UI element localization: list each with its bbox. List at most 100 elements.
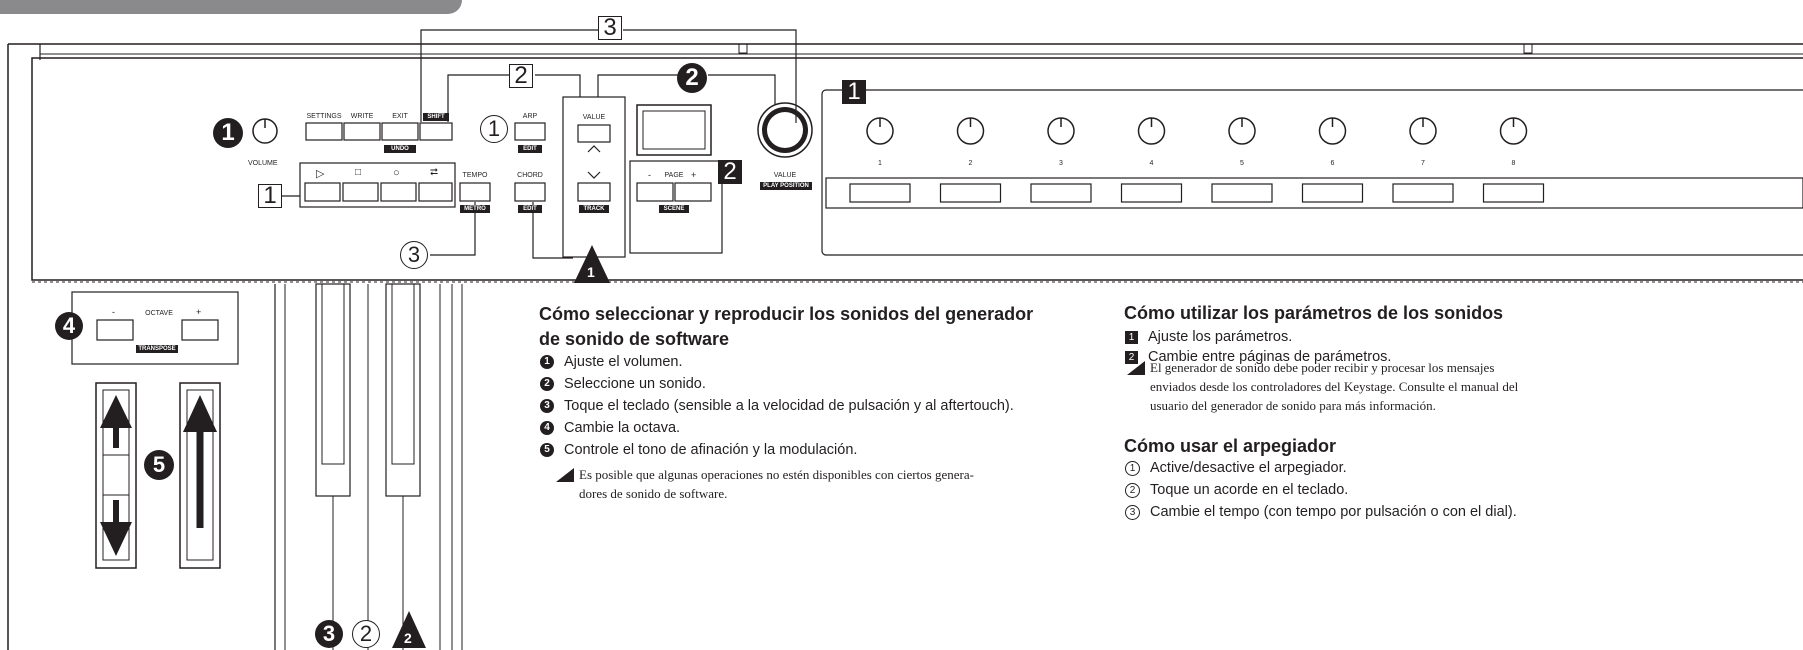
params-step-number: 2	[1125, 350, 1138, 364]
record-icon[interactable]: ○	[393, 167, 400, 179]
metro-tag: METRO	[460, 205, 490, 213]
stop-icon[interactable]: □	[355, 167, 362, 178]
arp-label: ARP	[522, 113, 538, 120]
exit-label: EXIT	[392, 113, 408, 120]
play-icon[interactable]: ▷	[316, 168, 325, 180]
pad-1[interactable]	[849, 183, 911, 203]
params-step-text: Cambie entre páginas de parámetros.	[1148, 349, 1392, 365]
undo-tag: UNDO	[384, 145, 416, 153]
section-params-note-line2: enviados desde los controladores del Key…	[1150, 379, 1519, 394]
arp-step-text: Active/desactive el arpegiador.	[1150, 460, 1347, 476]
callout-black-2: 2	[718, 160, 742, 184]
play-step-text: Ajuste el volumen.	[564, 354, 683, 370]
params-step: 2 Cambie entre páginas de parámetros.	[1125, 347, 1391, 367]
tempo-label: TEMPO	[462, 172, 488, 179]
callout-circle-4: 4	[55, 312, 83, 340]
arp-step-text: Cambie el tempo (con tempo por pulsación…	[1150, 504, 1517, 520]
pad-4[interactable]	[1120, 183, 1183, 203]
play-step: 4 Cambie la octava.	[540, 418, 680, 438]
play-position-tag: PLAY POSITION	[760, 182, 812, 190]
octave-plus-label: +	[196, 307, 202, 317]
section-play-note-line1: Es posible que algunas operaciones no es…	[579, 467, 974, 482]
track-tag: TRACK	[579, 205, 609, 213]
knob-number-label: 5	[1240, 160, 1244, 167]
knob-number-label: 6	[1330, 160, 1335, 167]
callout-box-1: 1	[258, 184, 282, 208]
callout-ring-3: 3	[400, 241, 428, 269]
value-label: VALUE	[582, 114, 606, 121]
settings-label: SETTINGS	[306, 113, 342, 120]
pad-5[interactable]	[1211, 183, 1273, 203]
callout-circle-5: 5	[144, 450, 174, 480]
play-step-number: 5	[540, 443, 554, 457]
pad-6[interactable]	[1301, 183, 1364, 203]
play-step: 5 Controle el tono de afinación y la modu…	[540, 440, 857, 460]
section-play-note-line2: dores de sonido de software.	[579, 486, 728, 501]
play-step-text: Controle el tono de afinación y la modul…	[564, 442, 858, 458]
volume-label: VOLUME	[248, 160, 278, 167]
knob-number-label: 2	[968, 160, 973, 167]
params-step-number: 1	[1125, 330, 1138, 344]
arp-step-text: Toque un acorde en el teclado.	[1150, 482, 1349, 498]
knob-number-label: 3	[1059, 160, 1063, 167]
params-step-text: Ajuste los parámetros.	[1148, 329, 1293, 345]
play-step-number: 2	[540, 377, 554, 391]
callout-triangle-1: 1	[587, 264, 595, 280]
arp-step-number: 1	[1125, 460, 1140, 476]
header-tab	[0, 0, 462, 14]
write-label: WRITE	[350, 113, 374, 120]
callout-circle-3: 3	[315, 620, 343, 648]
knob-number-label: 1	[878, 160, 882, 167]
pad-7[interactable]	[1392, 183, 1454, 203]
pad-2[interactable]	[939, 183, 1002, 203]
section-params-heading: Cómo utilizar los parámetros de los soni…	[1124, 303, 1504, 323]
play-step-text: Cambie la octava.	[564, 420, 681, 436]
play-step: 1 Ajuste el volumen.	[540, 352, 682, 372]
section-play-heading-line2: de sonido de software	[539, 329, 730, 349]
play-step-number: 4	[540, 421, 554, 435]
arp-step-number: 3	[1125, 504, 1140, 520]
transpose-tag: TRANSPOSE	[136, 345, 178, 353]
arp-step: 3 Cambie el tempo (con tempo por pulsació…	[1125, 502, 1517, 522]
callout-triangle-2: 2	[404, 630, 412, 646]
chord-edit-tag: EDIT	[518, 205, 542, 213]
play-step: 2 Seleccione un sonido.	[540, 374, 706, 394]
pad-8[interactable]	[1482, 183, 1545, 203]
octave-minus-label: -	[112, 307, 115, 317]
callout-ring-2: 2	[352, 620, 380, 648]
callout-circle-1: 1	[213, 118, 243, 148]
knob-number-label: 7	[1421, 160, 1425, 167]
play-step-text: Seleccione un sonido.	[564, 376, 706, 392]
section-params-note-line1: El generador de sonido debe poder recibi…	[1150, 360, 1495, 375]
play-step-text: Toque el teclado (sensible a la velocida…	[564, 398, 1014, 414]
knob-number-label: 8	[1511, 160, 1516, 167]
page-plus-label: +	[691, 170, 697, 180]
section-arp-heading: Cómo usar el arpegiador	[1124, 436, 1337, 456]
callout-black-1: 1	[842, 80, 866, 104]
arp-step: 2 Toque un acorde en el teclado.	[1125, 480, 1348, 500]
loop-icon[interactable]: ⮂	[430, 167, 438, 178]
knob-number-label: 4	[1149, 160, 1154, 167]
play-step: 3 Toque el teclado (sensible a la velocid…	[540, 396, 1014, 416]
chord-label: CHORD	[517, 172, 543, 179]
callout-box-3: 3	[598, 16, 622, 40]
arp-step-number: 2	[1125, 482, 1140, 498]
section-play-heading-line1: Cómo seleccionar y reproducir los sonido…	[539, 304, 1034, 324]
arp-step: 1 Active/desactive el arpegiador.	[1125, 458, 1347, 478]
scene-tag: SCENE	[659, 205, 689, 213]
value-knob-label: VALUE	[773, 172, 797, 179]
callout-circle-2: 2	[677, 63, 707, 93]
octave-label: OCTAVE	[145, 310, 173, 317]
play-step-number: 1	[540, 355, 554, 369]
shift-tag: SHIFT	[423, 113, 449, 121]
pad-3[interactable]	[1030, 183, 1092, 203]
callout-box-2: 2	[509, 64, 533, 88]
page-label: PAGE	[664, 172, 684, 179]
arp-edit-tag: EDIT	[518, 145, 542, 153]
page-minus-label: -	[648, 170, 651, 180]
callout-ring-1: 1	[480, 115, 508, 143]
params-step: 1 Ajuste los parámetros.	[1125, 327, 1292, 347]
play-step-number: 3	[540, 399, 554, 413]
section-params-note-line3: usuario del generador de sonido para más…	[1150, 398, 1436, 413]
